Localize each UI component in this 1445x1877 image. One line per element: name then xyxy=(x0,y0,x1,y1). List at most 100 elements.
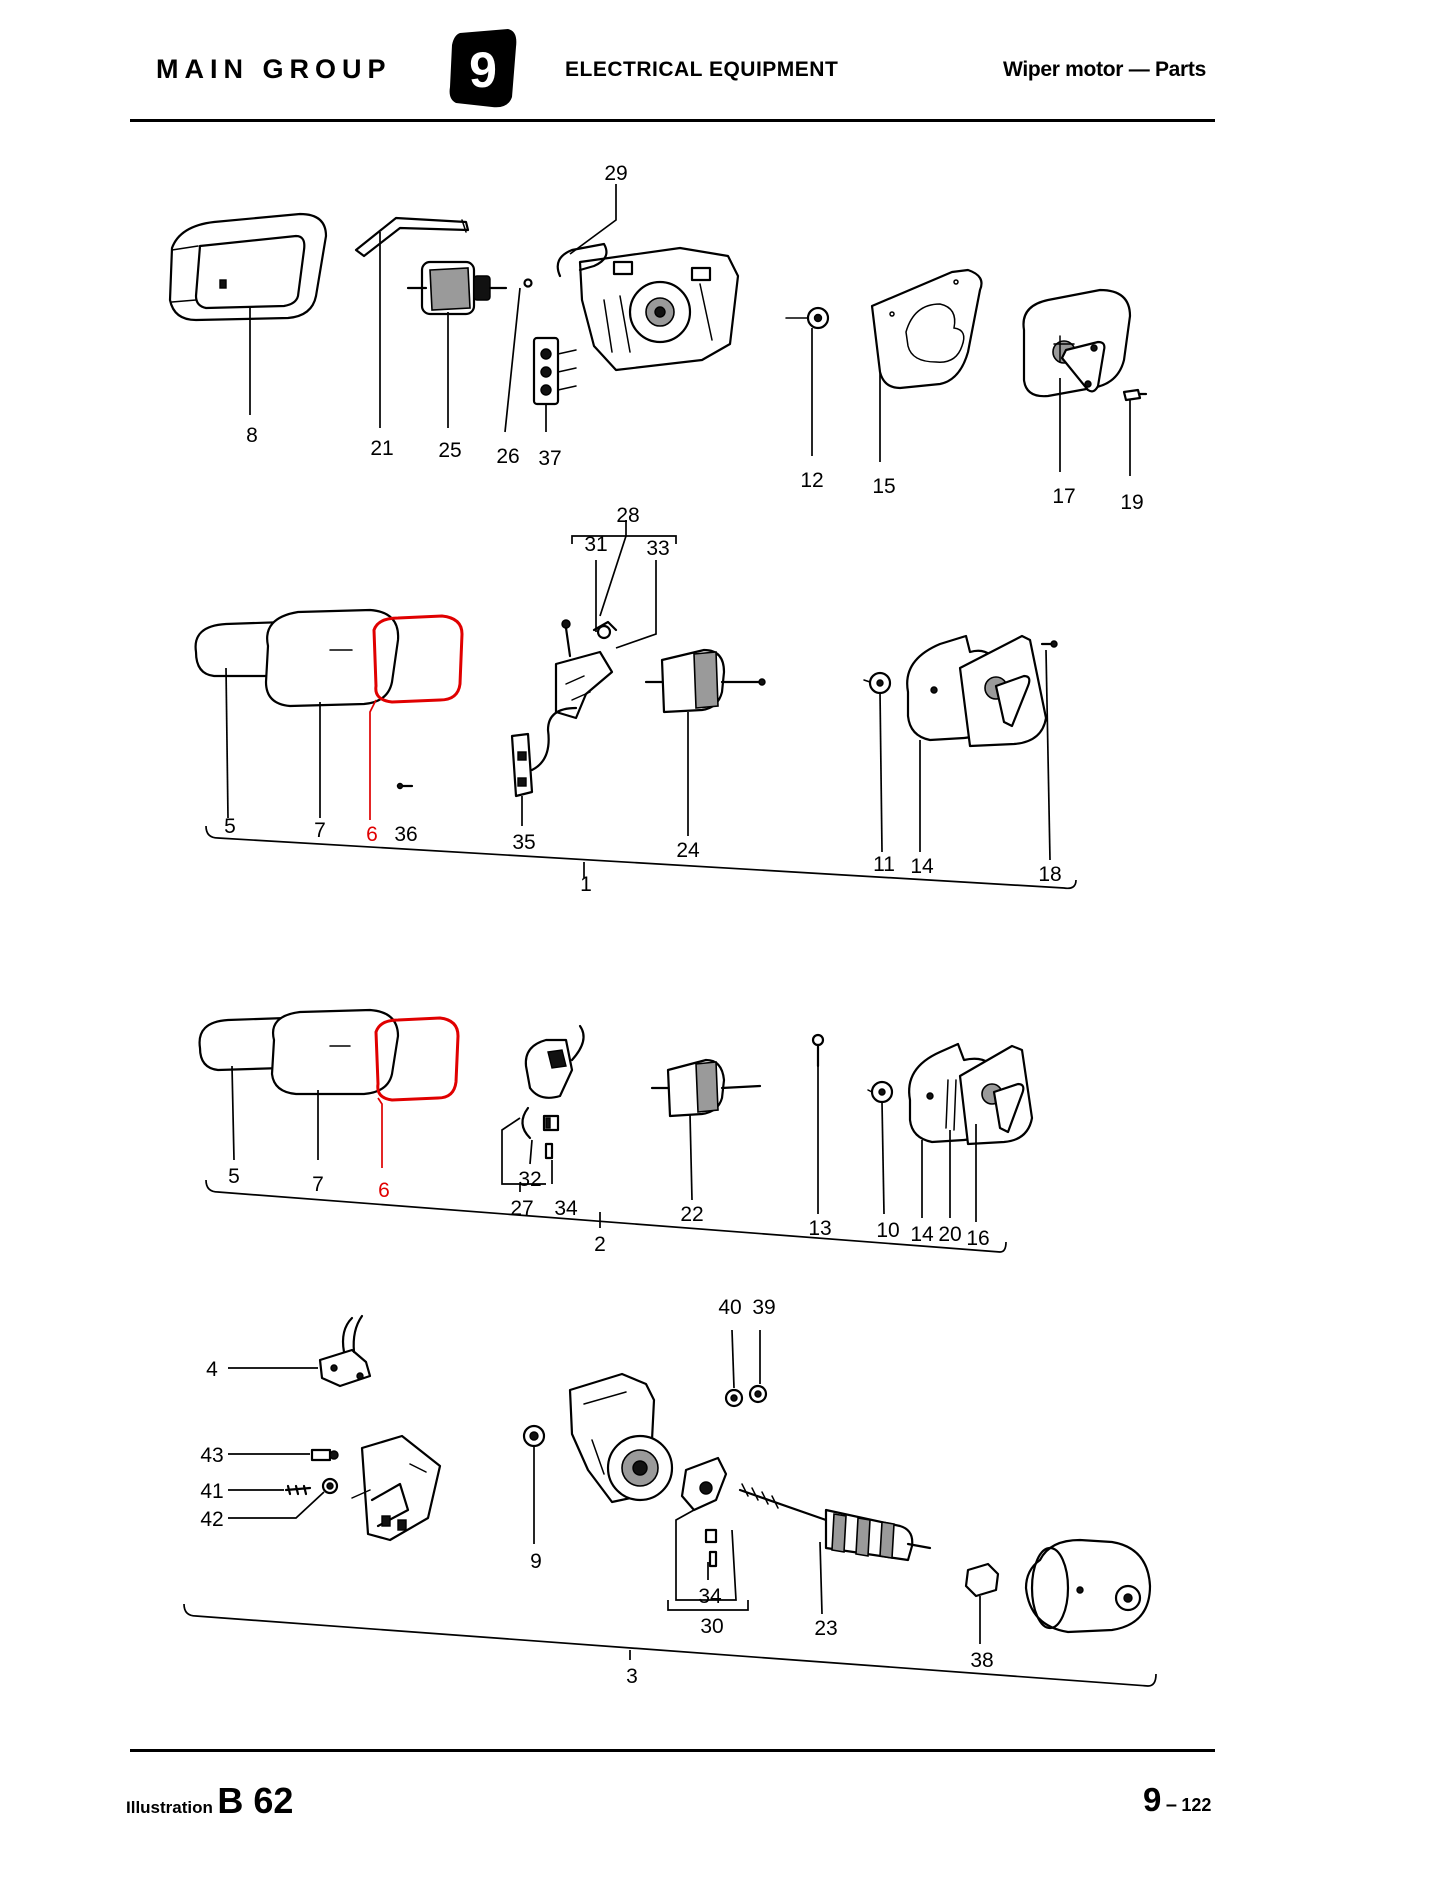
callout-34b: 34 xyxy=(698,1585,722,1608)
part-8-cover-housing xyxy=(168,212,328,322)
callout-6a: 6 xyxy=(366,823,378,846)
part-19-screw xyxy=(1122,388,1148,402)
callout-14b: 14 xyxy=(910,1223,934,1246)
group-number: 9 xyxy=(469,42,497,98)
callout-27: 27 xyxy=(510,1197,533,1220)
callout-40: 40 xyxy=(718,1296,741,1319)
bottom-rule xyxy=(130,1749,1215,1752)
part-3-bracket-plate xyxy=(351,1434,442,1542)
part-9-washer xyxy=(522,1424,546,1448)
callout-4: 4 xyxy=(206,1358,218,1381)
callout-23: 23 xyxy=(814,1617,837,1640)
part-6-gasket-red xyxy=(372,614,464,704)
section-title: ELECTRICAL EQUIPMENT xyxy=(565,58,839,81)
row1-leaders xyxy=(249,184,1131,476)
callout-8: 8 xyxy=(246,424,258,447)
part-43-41-42-fasteners xyxy=(284,1448,339,1496)
illustration-reference: Illustration B 62 xyxy=(126,1780,293,1822)
page-separator: – xyxy=(1165,1794,1177,1816)
part-30-34-brush-holder xyxy=(680,1456,728,1568)
page-topic: Wiper motor — Parts xyxy=(1003,58,1206,81)
callout-10: 10 xyxy=(876,1219,899,1242)
callout-6b: 6 xyxy=(378,1179,390,1202)
group-number-badge: 9 xyxy=(449,29,517,108)
part-12-washer xyxy=(785,306,830,330)
part-6-gasket-red-b xyxy=(374,1016,460,1102)
callout-5b: 5 xyxy=(228,1165,240,1188)
page-number: 9 – 122 xyxy=(1143,1781,1211,1819)
part-14-20-16-gearbox xyxy=(908,1042,1034,1146)
part-24-armature xyxy=(644,648,766,714)
callout-18: 18 xyxy=(1038,863,1061,886)
part-10-washer xyxy=(867,1080,894,1104)
part-7-cover xyxy=(264,608,400,708)
callout-30: 30 xyxy=(700,1615,723,1638)
row2-leaders xyxy=(205,520,1077,890)
callout-31: 31 xyxy=(584,533,607,556)
part-26-ball xyxy=(523,278,533,288)
callout-1: 1 xyxy=(580,873,592,896)
part-14-gearbox-cover xyxy=(906,634,1048,748)
part-7-cover-b xyxy=(270,1008,400,1096)
callout-3: 3 xyxy=(626,1665,638,1688)
callout-17: 17 xyxy=(1052,485,1075,508)
part-21-bracket-strip xyxy=(354,216,470,258)
callout-32: 32 xyxy=(518,1168,541,1191)
callout-9: 9 xyxy=(530,1550,542,1573)
part-11-washer xyxy=(863,671,892,695)
callout-21: 21 xyxy=(370,437,393,460)
row3-leaders xyxy=(205,1065,1007,1253)
part-25-armature xyxy=(406,260,508,316)
callout-7a: 7 xyxy=(314,819,326,842)
page-major: 9 xyxy=(1143,1781,1162,1818)
callout-15: 15 xyxy=(872,475,895,498)
part-3-gearbox-housing xyxy=(568,1372,674,1504)
callout-38: 38 xyxy=(970,1649,993,1672)
part-40-39-nuts xyxy=(724,1384,768,1408)
callout-33: 33 xyxy=(646,537,669,560)
callout-34a: 34 xyxy=(554,1197,578,1220)
part-31-33-brush-holder xyxy=(554,619,618,720)
callout-42: 42 xyxy=(200,1508,223,1531)
part-4-connector xyxy=(318,1314,372,1388)
callout-29: 29 xyxy=(604,162,627,185)
part-23-armature-shaft xyxy=(738,1483,932,1562)
row4-leaders xyxy=(183,1329,1157,1687)
illustration-number: B 62 xyxy=(217,1780,294,1821)
part-13-screw xyxy=(811,1033,825,1068)
callout-35: 35 xyxy=(512,831,535,854)
part-18-screw xyxy=(1040,640,1058,648)
part-17-gearbox-cover xyxy=(1022,288,1132,398)
callout-24: 24 xyxy=(676,839,700,862)
callout-39: 39 xyxy=(752,1296,775,1319)
callout-28: 28 xyxy=(616,504,639,527)
part-36-screw xyxy=(396,782,414,790)
top-rule xyxy=(130,119,1215,122)
part-37-terminal-block xyxy=(532,336,577,406)
callout-16: 16 xyxy=(966,1227,989,1250)
part-15-gasket xyxy=(870,268,983,390)
callout-36: 36 xyxy=(394,823,417,846)
callout-26: 26 xyxy=(496,445,519,468)
callout-19: 19 xyxy=(1120,491,1143,514)
callout-41: 41 xyxy=(200,1480,223,1503)
callout-22: 22 xyxy=(680,1203,703,1226)
illustration-label: Illustration xyxy=(126,1798,213,1817)
callout-11: 11 xyxy=(873,853,895,876)
part-3-pole-housing xyxy=(1024,1538,1152,1634)
part-38-clip xyxy=(964,1562,1000,1598)
page-minor: 122 xyxy=(1181,1795,1212,1815)
part-27-32-brush-plate xyxy=(521,1024,585,1160)
main-group-heading: MAIN GROUP xyxy=(156,54,392,84)
part-35-terminal xyxy=(510,706,578,798)
callout-labels: 29 8 21 25 26 37 12 15 17 19 28 31 33 5 … xyxy=(200,162,1143,1688)
callout-43: 43 xyxy=(200,1444,223,1467)
callout-12: 12 xyxy=(800,469,823,492)
callout-37: 37 xyxy=(538,447,561,470)
callout-25: 25 xyxy=(438,439,461,462)
part-22-armature xyxy=(650,1058,762,1118)
callout-13: 13 xyxy=(808,1217,831,1240)
part-29-gearbox-housing xyxy=(556,242,740,372)
callout-20: 20 xyxy=(938,1223,961,1246)
